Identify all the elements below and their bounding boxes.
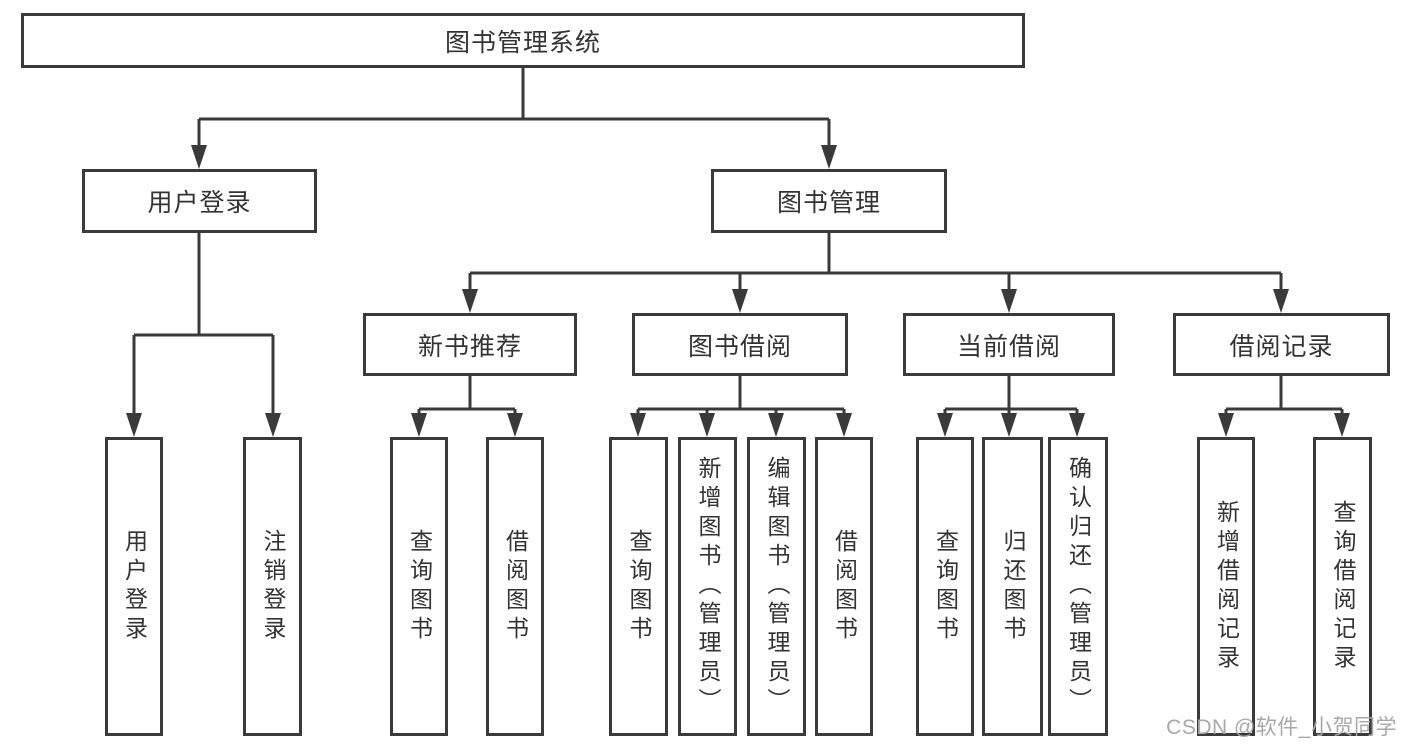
node-new-book-recommend: 新书推荐	[363, 313, 577, 376]
leaf-current-query-books: 查询图书	[916, 437, 974, 736]
node-borrow-records-label: 借阅记录	[1229, 332, 1334, 361]
leaf-query-borrow-record-label: 查询借阅记录	[1330, 499, 1356, 674]
leaf-logout: 注销登录	[243, 437, 302, 736]
leaf-user-login: 用户登录	[105, 437, 163, 736]
leaf-add-books-admin: 新增图书（管理员）	[678, 437, 737, 736]
leaf-borrow-books-label: 借阅图书	[831, 528, 858, 645]
arrowheads	[126, 145, 1350, 437]
leaf-newbook-borrow-books-label: 借阅图书	[502, 528, 529, 645]
node-user-login: 用户登录	[82, 169, 317, 233]
leaf-newbook-borrow-books: 借阅图书	[486, 437, 544, 736]
node-current-borrow: 当前借阅	[903, 313, 1115, 376]
csdn-watermark: CSDN @软件_小贺同学	[1166, 716, 1397, 739]
leaf-confirm-return-admin-label: 确认归还（管理员）	[1065, 456, 1092, 717]
leaf-add-borrow-record: 新增借阅记录	[1197, 437, 1255, 736]
node-borrow-records: 借阅记录	[1173, 313, 1390, 376]
node-book-borrow-label: 图书借阅	[687, 332, 792, 361]
node-current-borrow-label: 当前借阅	[956, 332, 1061, 361]
leaf-borrow-query-books: 查询图书	[609, 437, 668, 736]
node-user-login-label: 用户登录	[147, 189, 252, 217]
leaf-return-books-label: 归还图书	[1000, 528, 1026, 645]
node-new-book-recommend-label: 新书推荐	[417, 332, 522, 361]
leaf-confirm-return-admin: 确认归还（管理员）	[1048, 437, 1108, 736]
leaf-return-books: 归还图书	[982, 437, 1043, 736]
node-root-system: 图书管理系统	[21, 13, 1025, 68]
node-book-management-label: 图书管理	[776, 189, 881, 217]
leaf-borrow-query-books-label: 查询图书	[626, 528, 652, 645]
node-root-label: 图书管理系统	[444, 28, 601, 57]
leaf-add-borrow-record-label: 新增借阅记录	[1213, 499, 1240, 674]
leaf-newbook-query-books-label: 查询图书	[406, 528, 433, 645]
node-book-management: 图书管理	[711, 169, 947, 233]
leaf-user-login-label: 用户登录	[121, 528, 148, 645]
leaf-logout-label: 注销登录	[260, 528, 286, 645]
leaf-current-query-books-label: 查询图书	[932, 528, 959, 645]
leaf-edit-books-admin-label: 编辑图书（管理员）	[764, 456, 790, 717]
leaf-query-borrow-record: 查询借阅记录	[1313, 437, 1372, 736]
leaf-newbook-query-books: 查询图书	[390, 437, 448, 736]
leaf-edit-books-admin: 编辑图书（管理员）	[747, 437, 806, 736]
node-book-borrow: 图书借阅	[632, 313, 848, 376]
leaf-borrow-books: 借阅图书	[815, 437, 873, 736]
leaf-add-books-admin-label: 新增图书（管理员）	[695, 456, 721, 717]
